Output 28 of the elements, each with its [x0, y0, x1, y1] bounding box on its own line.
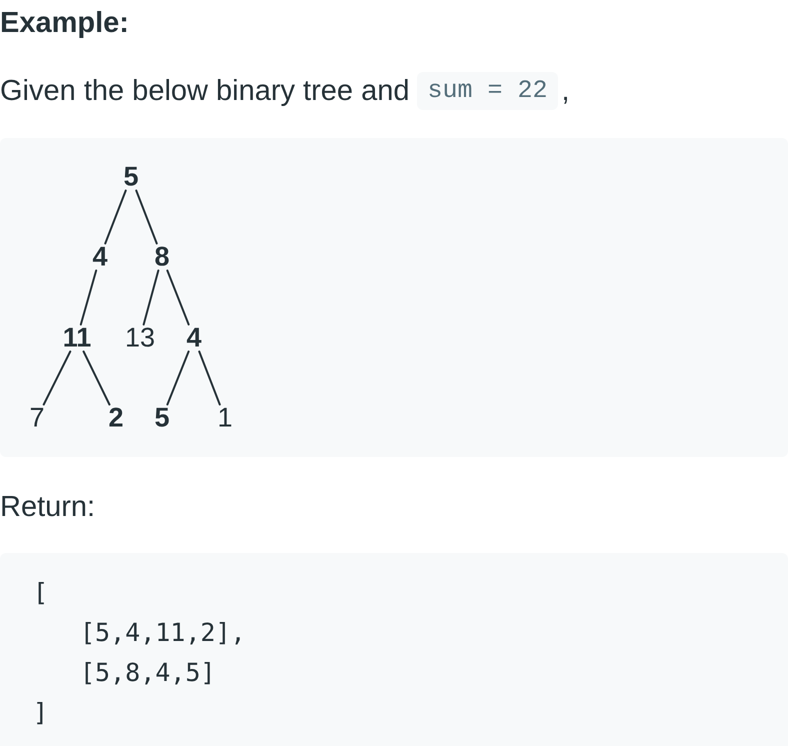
code-line: [5,4,11,2],: [80, 617, 246, 649]
node-value: 11: [62, 324, 92, 352]
branch-line: [42, 350, 72, 406]
node-value: 4: [92, 244, 108, 270]
punctuation: ,: [562, 74, 570, 109]
node-value: 1: [217, 404, 233, 432]
branch-line: [198, 350, 221, 406]
section-label: Return:: [0, 490, 96, 525]
branch-line: [166, 350, 190, 406]
node-value: 4: [186, 324, 202, 352]
heading: Example:: [0, 6, 129, 41]
branch-line: [166, 270, 190, 326]
node-value: 2: [108, 404, 124, 432]
branch-line: [135, 190, 158, 244]
code-line: ]: [33, 697, 48, 729]
code-line: [: [33, 577, 48, 609]
node-value: 5: [154, 404, 170, 432]
node-value: 5: [123, 164, 139, 190]
node-value: 7: [29, 404, 45, 432]
node-value: 8: [154, 244, 170, 270]
paragraph-text: Given the below binary tree and: [0, 74, 410, 109]
inline-code: sum = 22: [417, 72, 558, 110]
branch-line: [80, 270, 98, 326]
node-value: 13: [124, 324, 156, 352]
branch-line: [82, 350, 110, 406]
code-line: [5,8,4,5]: [80, 657, 216, 689]
branch-line: [142, 270, 160, 326]
branch-line: [104, 190, 127, 244]
